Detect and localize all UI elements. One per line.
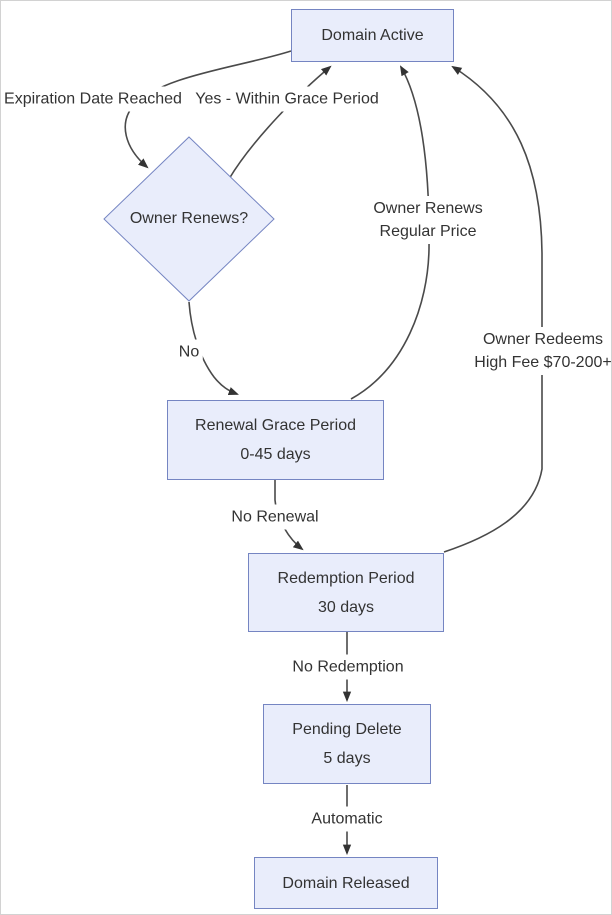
node-renewal-grace-period-label: Renewal Grace Period — [195, 417, 356, 434]
node-pending-delete: Pending Delete 5 days — [263, 704, 431, 784]
node-pending-delete-label: Pending Delete — [292, 721, 402, 738]
node-pending-delete-sublabel: 5 days — [323, 750, 371, 767]
edge-label-no-renewal: No Renewal — [227, 504, 323, 530]
node-redemption-period-label: Redemption Period — [277, 569, 415, 587]
node-domain-active-label: Domain Active — [321, 27, 424, 44]
edge-label-owner-renews-line1: Owner Renews — [373, 200, 483, 217]
edge-owner-renews-regular-price — [350, 65, 430, 400]
node-domain-active: Domain Active — [291, 9, 454, 62]
node-renewal-grace-period: Renewal Grace Period 0-45 days — [167, 400, 384, 480]
edge-label-no-redemption: No Redemption — [288, 654, 408, 680]
node-redemption-period-sublabel: 30 days — [317, 598, 375, 616]
edge-label-owner-renews-regular-price: Owner Renews Regular Price — [369, 196, 487, 244]
edge-label-owner-renews-line2: Regular Price — [379, 223, 477, 240]
edge-no — [188, 301, 239, 395]
node-owner-renews-label: Owner Renews? — [129, 210, 249, 227]
edge-label-owner-redeems-line1: Owner Redeems — [482, 331, 604, 348]
edge-label-owner-redeems-high-fee: Owner Redeems High Fee $70-200+ — [470, 327, 612, 375]
edge-label-yes-within-grace-period: Yes - Within Grace Period — [191, 86, 383, 112]
node-domain-released-label: Domain Released — [282, 874, 410, 892]
node-owner-renews-diamond — [103, 136, 275, 302]
edge-owner-redeems-high-fee — [443, 65, 543, 553]
node-domain-released: Domain Released — [254, 857, 438, 909]
edge-label-expiration-date-reached: Expiration Date Reached — [1, 86, 186, 112]
node-redemption-period: Redemption Period 30 days — [248, 553, 444, 632]
edge-label-automatic: Automatic — [307, 806, 387, 832]
node-renewal-grace-period-sublabel: 0-45 days — [240, 446, 311, 463]
edge-label-no: No — [174, 339, 204, 365]
edge-yes-within-grace-period — [228, 65, 332, 180]
edge-label-owner-redeems-line2: High Fee $70-200+ — [474, 354, 612, 371]
